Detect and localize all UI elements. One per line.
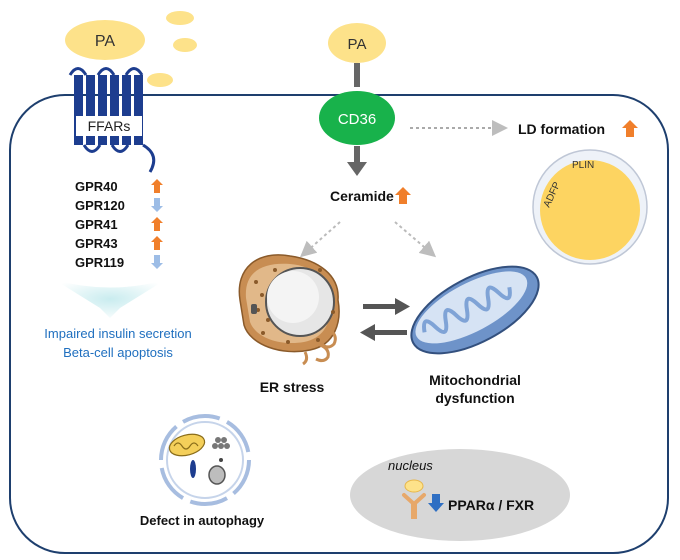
outcome-beta-cell-apoptosis: Beta-cell apoptosis xyxy=(63,345,173,360)
lipid-droplet-core xyxy=(540,160,640,260)
ld-formation-label: LD formation xyxy=(518,121,605,137)
gpr-label-gpr41: GPR41 xyxy=(75,217,118,232)
pa-cd36-connector xyxy=(354,63,360,87)
pa-label-left: PA xyxy=(95,33,115,50)
nucleus xyxy=(350,449,570,541)
cd36-label: CD36 xyxy=(338,111,376,128)
gpr-label-gpr120: GPR120 xyxy=(75,198,125,213)
ppar-down-arrow-icon xyxy=(428,494,444,512)
pa-ligand-center xyxy=(328,23,386,63)
nucleus-label: nucleus xyxy=(388,458,433,473)
mito-label-line1: Mitochondrial xyxy=(429,372,521,388)
funnel-arrow xyxy=(55,280,165,318)
plin-label: PLIN xyxy=(572,160,594,171)
er-stress-label: ER stress xyxy=(260,379,325,395)
pa-ligand-cluster-left xyxy=(65,11,197,87)
cd36-to-ceramide-head xyxy=(347,162,367,176)
cd36-transporter xyxy=(319,91,395,145)
ceramide-to-mito-arrow xyxy=(394,221,437,258)
gpr-label-gpr119: GPR119 xyxy=(75,255,124,270)
nuclear-receptor-icon xyxy=(402,479,426,519)
er-mito-exchange-arrows xyxy=(360,298,410,341)
pa-label-center: PA xyxy=(348,36,367,53)
down-arrow-icon xyxy=(151,198,163,212)
gpr-label-gpr40: GPR40 xyxy=(75,179,118,194)
outcome-impaired-insulin: Impaired insulin secretion xyxy=(44,326,191,341)
ppar-fxr-label: PPARα / FXR xyxy=(448,497,534,513)
er-icon xyxy=(238,254,340,366)
up-arrow-icon xyxy=(151,179,163,193)
ceramide-label: Ceramide xyxy=(330,188,394,204)
gpr-label-gpr43: GPR43 xyxy=(75,236,118,251)
ffar-receptor-icon xyxy=(68,67,156,173)
ceramide-to-er-arrow xyxy=(300,221,341,258)
cd36-to-ceramide-shaft xyxy=(354,146,360,164)
down-arrow-icon xyxy=(151,255,163,269)
mito-label-line2: dysfunction xyxy=(435,390,514,406)
ceramide-up-arrow-icon xyxy=(395,187,411,204)
autophagy-label: Defect in autophagy xyxy=(140,513,265,528)
autophagosome-icon xyxy=(159,414,251,506)
mitochondrion-icon xyxy=(410,265,540,355)
up-arrow-icon xyxy=(151,217,163,231)
up-arrow-icon xyxy=(151,236,163,250)
ld-up-arrow-icon xyxy=(622,120,638,137)
ffars-label: FFARs xyxy=(88,118,131,134)
